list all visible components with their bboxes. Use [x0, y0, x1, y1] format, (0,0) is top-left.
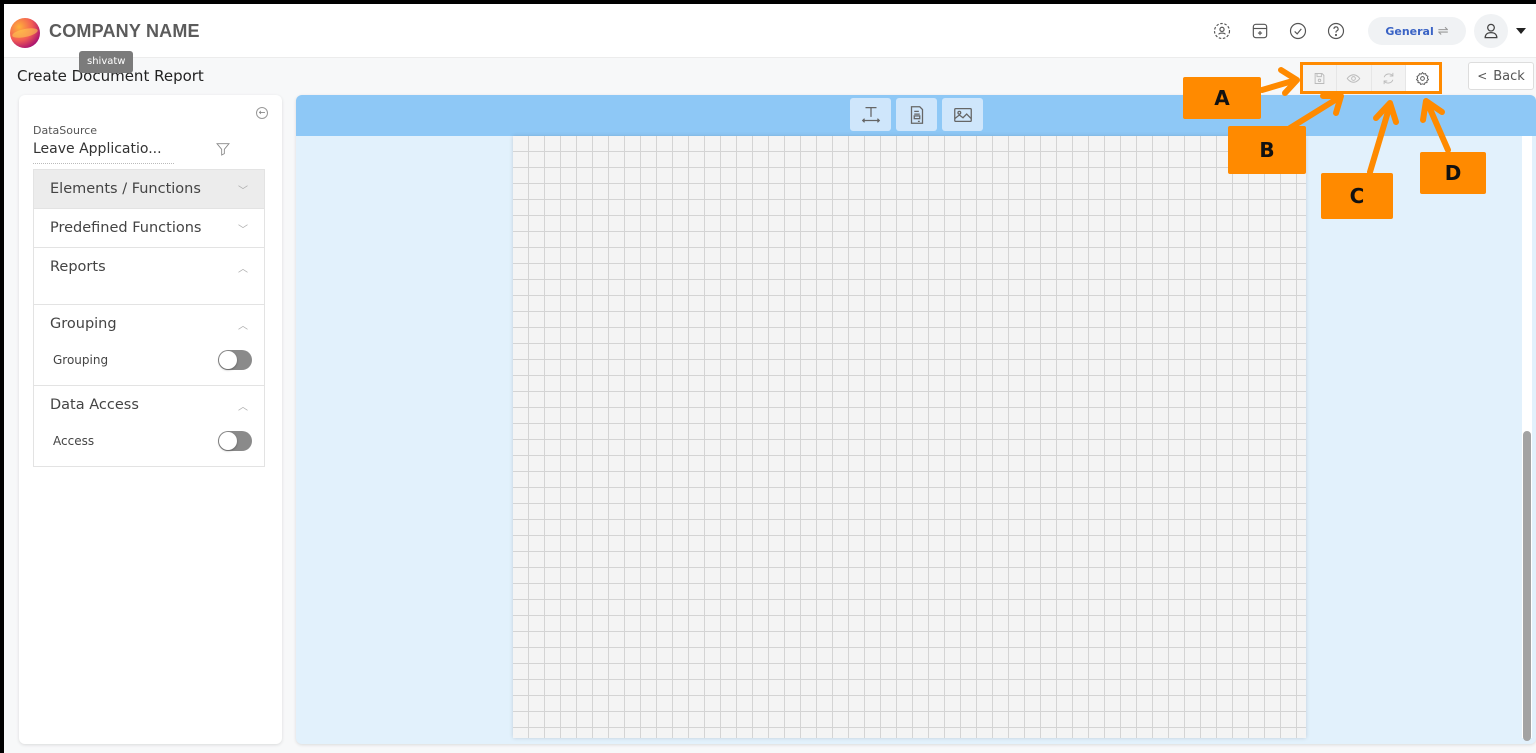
design-grid-canvas[interactable] [513, 136, 1306, 738]
top-header: COMPANY NAME General ⇌ [4, 4, 1536, 58]
swap-icon: ⇌ [1437, 23, 1449, 39]
back-label: Back [1493, 68, 1525, 84]
annotation-label-c: C [1321, 173, 1393, 219]
user-menu-caret-icon[interactable] [1516, 28, 1526, 34]
check-circle-icon[interactable] [1286, 19, 1310, 43]
preview-button[interactable] [1337, 65, 1372, 91]
grouping-row: Grouping [53, 343, 252, 377]
collapse-panel-icon[interactable]: ← [256, 107, 268, 119]
section-header-grouping[interactable]: Grouping ︿ [34, 305, 264, 343]
section-title: Data Access [50, 397, 139, 413]
chevron-up-icon: ︿ [238, 320, 248, 332]
refresh-button[interactable] [1371, 65, 1406, 91]
document-icon [910, 105, 923, 124]
annotation-label-d: D [1420, 152, 1486, 194]
section-reports: Reports ︿ [34, 248, 264, 305]
grouping-toggle[interactable] [218, 350, 252, 370]
company-name: COMPANY NAME [49, 21, 200, 41]
reports-body [34, 286, 264, 304]
image-tool[interactable] [942, 98, 983, 131]
text-resize-icon [861, 106, 880, 123]
image-icon [953, 107, 972, 122]
chevron-up-icon: ︿ [238, 263, 248, 275]
access-toggle[interactable] [218, 431, 252, 451]
section-header-predefined-functions[interactable]: Predefined Functions ﹀ [34, 209, 264, 247]
back-button[interactable]: < Back [1468, 62, 1534, 90]
section-header-elements-functions[interactable]: Elements / Functions ﹀ [34, 170, 264, 208]
scrollbar-thumb[interactable] [1523, 431, 1531, 741]
gear-icon [1415, 71, 1429, 85]
section-header-data-access[interactable]: Data Access ︿ [34, 386, 264, 424]
datasource-select[interactable]: Leave Applicatio... [33, 141, 174, 164]
settings-user-icon[interactable] [1210, 19, 1234, 43]
section-predefined-functions: Predefined Functions ﹀ [34, 209, 264, 248]
eye-icon [1347, 73, 1361, 83]
user-tooltip: shivatw [79, 51, 134, 73]
annotation-label-b: B [1228, 126, 1306, 174]
page-title: Create Document Report [17, 67, 204, 85]
save-button[interactable] [1303, 65, 1338, 91]
section-header-reports[interactable]: Reports ︿ [34, 248, 264, 286]
chevron-down-icon: ﹀ [238, 185, 248, 197]
section-title: Elements / Functions [50, 181, 201, 197]
workspace-switch-button[interactable]: General ⇌ [1368, 17, 1466, 45]
vertical-scrollbar[interactable] [1522, 136, 1532, 741]
help-icon[interactable] [1324, 19, 1348, 43]
section-data-access: Data Access ︿ Access [34, 386, 264, 466]
chevron-up-icon: ︿ [238, 401, 248, 413]
settings-button[interactable] [1405, 65, 1439, 91]
report-workspace [296, 95, 1536, 744]
section-title: Reports [50, 259, 106, 275]
annotation-label-a: A [1183, 77, 1261, 119]
workspace-label: General [1385, 24, 1434, 38]
app-window: COMPANY NAME General ⇌ shivatw [4, 4, 1536, 753]
access-toggle-label: Access [53, 434, 95, 448]
canvas-tools [850, 98, 983, 131]
canvas-toolbar [296, 95, 1536, 136]
panel-accordion: Elements / Functions ﹀ Predefined Functi… [33, 169, 265, 467]
company-logo[interactable] [10, 18, 40, 48]
section-title: Grouping [50, 316, 117, 332]
datasource-label: DataSource [33, 124, 98, 137]
section-grouping: Grouping ︿ Grouping [34, 305, 264, 386]
section-title: Predefined Functions [50, 220, 202, 236]
header-actions: General ⇌ [1210, 4, 1536, 58]
refresh-icon [1383, 72, 1393, 84]
data-access-body: Access [34, 424, 264, 466]
save-icon [1314, 72, 1325, 84]
document-tool[interactable] [896, 98, 937, 131]
user-icon [1484, 23, 1498, 39]
report-action-toolbar [1300, 62, 1442, 94]
grouping-body: Grouping [34, 343, 264, 385]
grouping-toggle-label: Grouping [53, 353, 109, 367]
filter-icon[interactable] [215, 141, 231, 157]
chevron-down-icon: ﹀ [238, 224, 248, 236]
section-elements-functions: Elements / Functions ﹀ [34, 170, 264, 209]
user-avatar[interactable] [1474, 14, 1508, 48]
store-icon[interactable] [1248, 19, 1272, 43]
access-row: Access [53, 424, 252, 458]
left-panel: ← DataSource Leave Applicatio... Element… [19, 95, 282, 744]
text-resize-tool[interactable] [850, 98, 891, 131]
chevron-left-icon: < [1477, 69, 1488, 83]
